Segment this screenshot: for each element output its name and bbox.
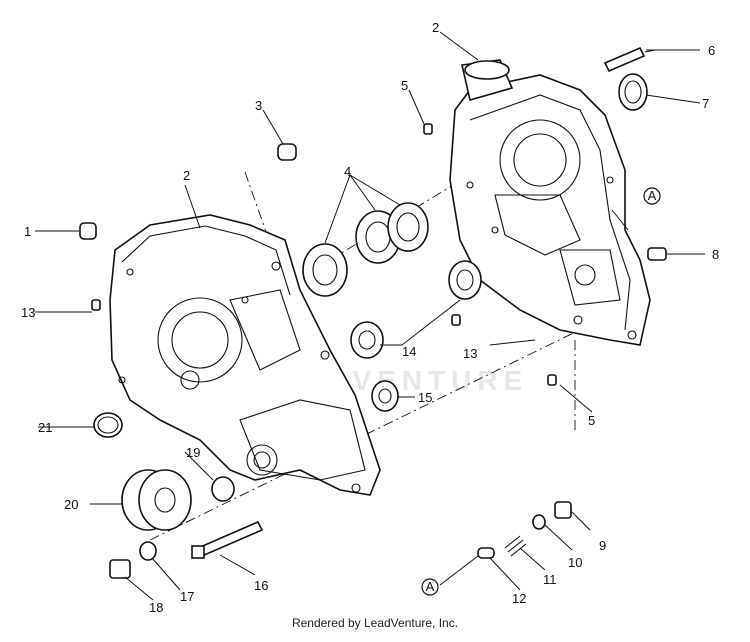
- svg-text:A: A: [648, 188, 657, 203]
- callout-15: 15: [418, 390, 432, 405]
- washer-10: [532, 514, 546, 530]
- callout-7: 7: [702, 96, 709, 111]
- spring-11: [504, 535, 527, 557]
- callout-5-top: 5: [401, 78, 408, 93]
- bearing-14b: [350, 321, 384, 359]
- seal-7: [618, 73, 648, 111]
- pin-13-right: [451, 314, 461, 326]
- seal-19: [211, 476, 235, 502]
- pin-5-bottom: [547, 374, 557, 386]
- bolt-6: [603, 46, 646, 73]
- callout-17: 17: [180, 589, 194, 604]
- bearing-4a: [302, 243, 348, 297]
- callout-18: 18: [149, 600, 163, 615]
- callout-13-right: 13: [463, 346, 477, 361]
- plug-1: [79, 222, 97, 240]
- callout-21: 21: [38, 420, 52, 435]
- callout-14: 14: [402, 344, 416, 359]
- callout-19: 19: [186, 445, 200, 460]
- callout-9: 9: [599, 538, 606, 553]
- washer-17: [139, 541, 157, 561]
- callout-labels: 1 2 2 3 4 5 5 6 7 8 9 10 11 12 13 13 14 …: [21, 20, 719, 615]
- callout-11: 11: [543, 572, 557, 587]
- callout-13-left: 13: [21, 305, 35, 320]
- callout-8: 8: [712, 247, 719, 262]
- callout-2-left: 2: [183, 168, 190, 183]
- plug-9: [554, 501, 572, 519]
- dowel-3: [277, 143, 297, 161]
- assembly-axis-1: [149, 319, 601, 541]
- callout-4: 4: [344, 164, 351, 179]
- callout-6: 6: [708, 43, 715, 58]
- pulley-20: [121, 469, 192, 531]
- callout-3: 3: [255, 98, 262, 113]
- callout-20: 20: [64, 497, 78, 512]
- bolt-16: [196, 520, 264, 558]
- bearing-4c: [387, 202, 429, 252]
- callout-12: 12: [512, 591, 526, 606]
- pin-5-top: [423, 123, 433, 135]
- left-crankcase: [109, 214, 381, 496]
- fitting-8: [647, 247, 667, 261]
- callout-10: 10: [568, 555, 582, 570]
- leader-lines: [35, 31, 705, 601]
- callout-2-right: 2: [432, 20, 439, 35]
- svg-text:A: A: [426, 579, 435, 594]
- plug-18: [109, 559, 131, 579]
- plunger-12: [477, 547, 495, 559]
- reference-marker-a-bottom: A: [421, 578, 439, 596]
- bearing-15: [371, 380, 399, 412]
- pin-13-left: [91, 299, 101, 311]
- reference-marker-a-top: A: [643, 187, 661, 205]
- footer-credit: Rendered by LeadVenture, Inc.: [291, 616, 459, 630]
- callout-16: 16: [254, 578, 268, 593]
- right-crankcase: [449, 59, 651, 346]
- callout-5-bottom: 5: [588, 413, 595, 428]
- callout-1: 1: [24, 224, 31, 239]
- bearing-14a: [448, 260, 482, 300]
